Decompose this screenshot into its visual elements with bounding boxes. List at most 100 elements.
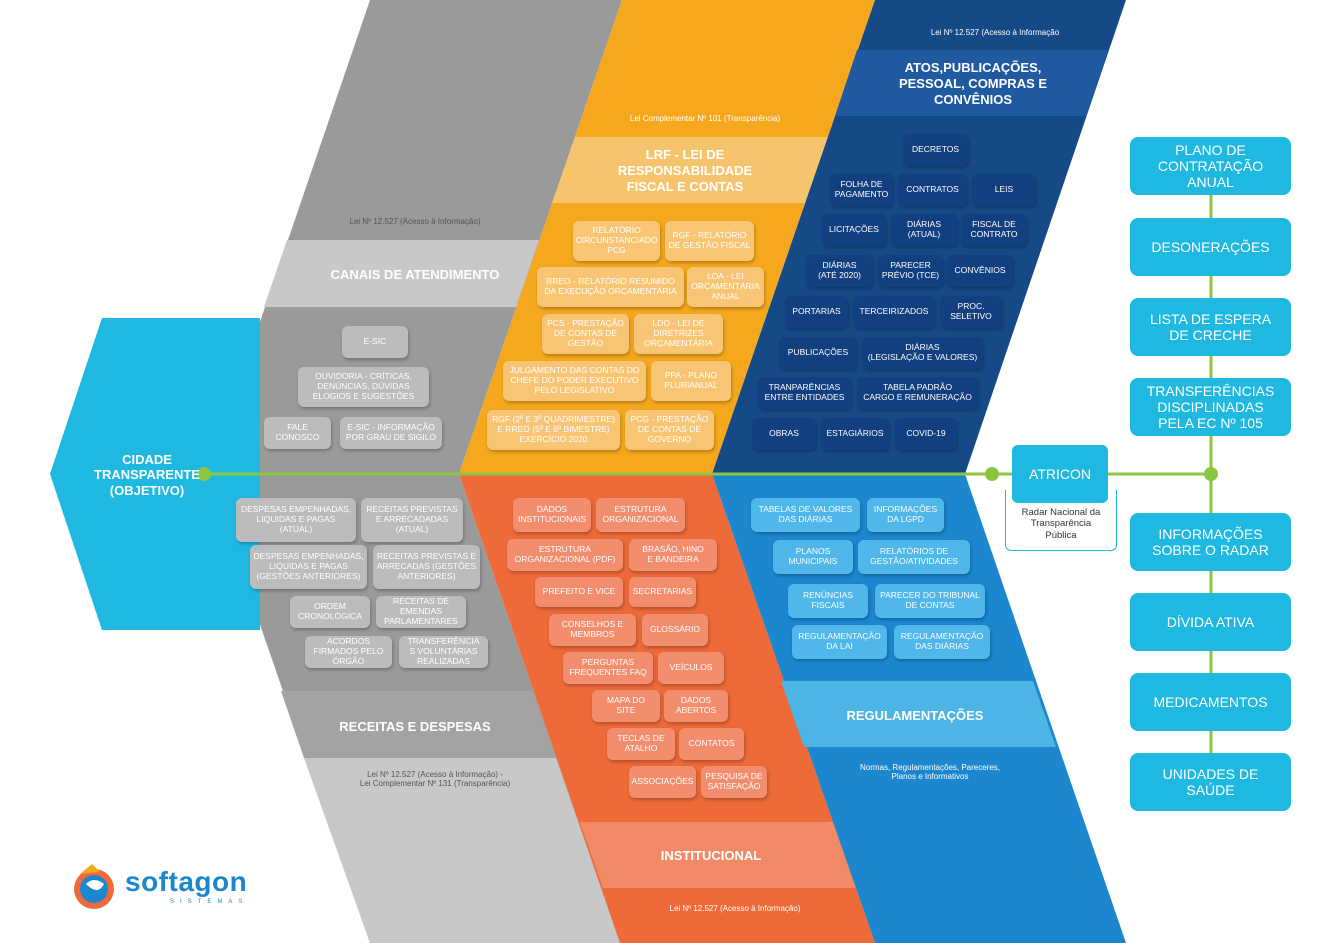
atos-item-10[interactable]: PORTARIAS [785,296,848,328]
atos-item-18[interactable]: ESTAGIÁRIOS [821,418,889,450]
softagon-logo-icon [74,864,114,909]
regulamentacoes-item-0[interactable]: TABELAS DE VALORES DAS DIÁRIAS [751,498,860,532]
institucional-item-10[interactable]: MAPA DO SITE [592,690,660,722]
atos-item-7[interactable]: DIÁRIAS (ATÉ 2020) [806,255,873,287]
receitas-item-3[interactable]: RECEITAS PREVISTAS E ARRECADAS (GESTÕES … [373,545,480,589]
atos-title-band [835,50,1108,116]
atos-item-9[interactable]: CONVÊNIOS [947,255,1013,287]
institucional-item-8[interactable]: PERGUNTAS FREQUENTES FAQ [563,652,653,684]
atos-item-15[interactable]: TRANPARÊNCIAS ENTRE ENTIDADES [758,377,851,409]
institucional-item-5[interactable]: SECRETARIAS [629,577,696,607]
institucional-item-6[interactable]: CONSELHOS E MEMBROS [549,614,636,646]
receitas-law-band [304,758,620,943]
softagon-logo-name: softagon [125,866,248,897]
regulamentacoes-title: REGULAMENTAÇÕES [846,707,984,723]
institucional-title-band [580,822,856,888]
receitas-item-4[interactable]: ORDEM CRONOLÓGICA [290,596,370,628]
institucional-item-14[interactable]: ASSOCIAÇÕES [629,766,696,798]
canais-title: CANAIS DE ATENDIMENTO [330,266,500,282]
softagon-logo-tagline: SISTEMAS [170,899,249,905]
institucional-item-15[interactable]: PESQUISA DE SATISFAÇÃO [701,766,767,798]
lrf-item-3[interactable]: LOA - LEI ORÇAMENTÁRIA ANUAL [687,267,764,307]
atos-law: Lei Nº 12.527 (Acesso à Informação [930,28,1060,37]
atricon-box[interactable]: ATRICON [1012,445,1108,503]
atos-item-2[interactable]: CONTRATOS [898,174,967,206]
lrf-item-0[interactable]: RELATÓRIO CIRCUNSTANCIADO PCG [573,221,660,261]
regulamentacoes-title-band [781,681,1056,747]
regulamentacoes-item-7[interactable]: REGULAMENTAÇÃO DAS DIÁRIAS [894,625,990,659]
institucional-item-9[interactable]: VEÍCULOS [658,652,724,684]
institucional-item-2[interactable]: ESTRUTURA ORGANIZACIONAL (PDF) [507,539,623,571]
institucional-item-11[interactable]: DADOS ABERTOS [664,690,728,722]
lrf-item-9[interactable]: PCG - PRESTAÇÃO DE CONTAS DE GOVERNO [625,410,714,450]
right-item-6[interactable]: MEDICAMENTOS [1130,673,1291,731]
atos-title: ATOS,PUBLICAÇÕES, PESSOAL, COMPRAS E CON… [898,59,1048,108]
lrf-item-4[interactable]: PCS - PRESTAÇÃO DE CONTAS DE GESTÃO [542,314,629,354]
atos-item-5[interactable]: DIÁRIAS (ATUAL) [891,214,957,246]
receitas-title-band [281,691,556,758]
receitas-item-2[interactable]: DESPESAS EMPENHADAS, LIQUIDAS E PAGAS (G… [250,545,367,589]
receitas-item-0[interactable]: DESPESAS EMPENHADAS, LIQUIDAS E PAGAS (A… [236,498,356,542]
canais-item-3[interactable]: E-SIC - INFORMAÇÃO POR GRAU DE SIGILO [340,417,442,449]
atos-item-12[interactable]: PROC. SELETIVO [940,296,1002,328]
regulamentacoes-item-6[interactable]: REGULAMENTAÇÃO DA LAI [792,625,887,659]
lrf-title-band [552,137,828,203]
canais-law: Lei Nº 12.527 (Acesso à Informação) [349,217,481,226]
objective-hexagon [50,318,260,630]
right-item-0[interactable]: PLANO DE CONTRATAÇÃO ANUAL [1130,137,1291,195]
institucional-item-0[interactable]: DADOS INSTITUCIONAIS [513,498,591,532]
regulamentacoes-law: Normas, Regulamentações, Pareceres, Plan… [859,763,1001,781]
institucional-item-3[interactable]: BRASÃO, HINO E BANDEIRA [629,539,717,571]
lrf-item-8[interactable]: RGF (2º E 3º QUADRIMESTRE) E RREO (5º E … [487,410,620,450]
objective-label: CIDADE TRANSPARENTE (OBJETIVO) [94,451,200,498]
atos-item-8[interactable]: PARECER PRÉVIO (TCE) [878,255,943,287]
atos-item-13[interactable]: PUBLICAÇÕES [779,337,857,369]
atos-item-3[interactable]: LEIS [972,174,1036,206]
lrf-law: Lei Complementar Nº 101 (Transparência) [629,114,781,123]
lrf-title: LRF - LEI DE RESPONSABILIDADE FISCAL E C… [617,146,753,195]
regulamentacoes-item-3[interactable]: RELATÓRIOS DE GESTÃO/ATIVIDADES [858,540,970,574]
lrf-item-5[interactable]: LDO - LEI DE DIRETRIZES ORÇAMENTÁRIA [634,314,723,354]
regulamentacoes-item-1[interactable]: INFORMAÇÕES DA LGPD [867,498,944,532]
right-item-4[interactable]: INFORMAÇÕES SOBRE O RADAR [1130,513,1291,571]
institucional-item-1[interactable]: ESTRUTURA ORGANIZACIONAL [596,498,685,532]
atos-item-6[interactable]: FISCAL DE CONTRATO [961,214,1027,246]
institucional-law: Lei Nº 12.527 (Acesso à Informação) [669,904,801,913]
right-item-1[interactable]: DESONERAÇÕES [1130,218,1291,276]
canais-item-1[interactable]: OUVIDORIA - CRÍTICAS, DENÚNCIAS, DÚVIDAS… [298,367,429,407]
canais-item-2[interactable]: FALE CONOSCO [264,417,331,449]
canais-band [208,0,622,474]
lrf-item-1[interactable]: RGF - RELATÓRIO DE GESTÃO FISCAL [665,221,754,261]
receitas-item-5[interactable]: RECEITAS DE EMENDAS PARLAMENTARES [376,596,466,628]
spine-dot-atricon [985,467,999,481]
receitas-item-1[interactable]: RECEITAS PREVISTAS E ARRECADADAS (ATUAL) [361,498,463,542]
right-item-5[interactable]: DÍVIDA ATIVA [1130,593,1291,651]
receitas-law: Lei Nº 12.527 (Acesso à Informação) - Le… [359,770,511,788]
regulamentacoes-item-4[interactable]: RENÚNCIAS FISCAIS [788,584,868,618]
receitas-item-7[interactable]: TRANSFERÊNCIA S VOLUNTÁRIAS REALIZADAS [399,636,488,668]
institucional-item-4[interactable]: PREFEITO E VICE [535,577,623,607]
atos-item-11[interactable]: TERCEIRIZADOS [853,296,935,328]
atos-item-17[interactable]: OBRAS [752,418,816,450]
institucional-item-13[interactable]: CONTATOS [679,728,744,760]
right-item-3[interactable]: TRANSFERÊNCIAS DISCIPLINADAS PELA EC Nº … [1130,378,1291,436]
atos-item-16[interactable]: TABELA PADRÃO CARGO E REMUNERAÇÃO [857,377,978,409]
receitas-item-6[interactable]: ACORDOS FIRMADOS PELO ÓRGÃO [305,636,392,668]
atos-item-0[interactable]: DECRETOS [903,134,968,166]
institucional-item-12[interactable]: TECLAS DE ATALHO [607,728,675,760]
atos-item-14[interactable]: DIÁRIAS (LEGISLAÇÃO E VALORES) [862,337,983,369]
lrf-item-7[interactable]: PPA - PLANO PLURIANUAL [651,361,731,401]
regulamentacoes-item-2[interactable]: PLANOS MUNICIPAIS [773,540,853,574]
atos-item-4[interactable]: LICITAÇÕES [822,214,886,246]
softagon-logo: softagon SISTEMAS [70,862,290,914]
right-item-7[interactable]: UNIDADES DE SAÚDE [1130,753,1291,811]
right-item-2[interactable]: LISTA DE ESPERA DE CRECHE [1130,298,1291,356]
lrf-item-2[interactable]: RREO - RELATÓRIO RESUMIDO DA EXECUÇÃO OR… [537,267,684,307]
atos-item-19[interactable]: COVID-19 [895,418,957,450]
atos-item-1[interactable]: FOLHA DE PAGAMENTO [830,174,893,206]
canais-item-0[interactable]: E-SIC [342,326,408,358]
institucional-item-7[interactable]: GLOSSÁRIO [642,614,708,646]
lrf-item-6[interactable]: JULGAMENTO DAS CONTAS DO CHEFE DO PODER … [503,361,646,401]
regulamentacoes-item-5[interactable]: PARECER DO TRIBUNAL DE CONTAS [875,584,985,618]
institucional-title: INSTITUCIONAL [660,847,762,863]
